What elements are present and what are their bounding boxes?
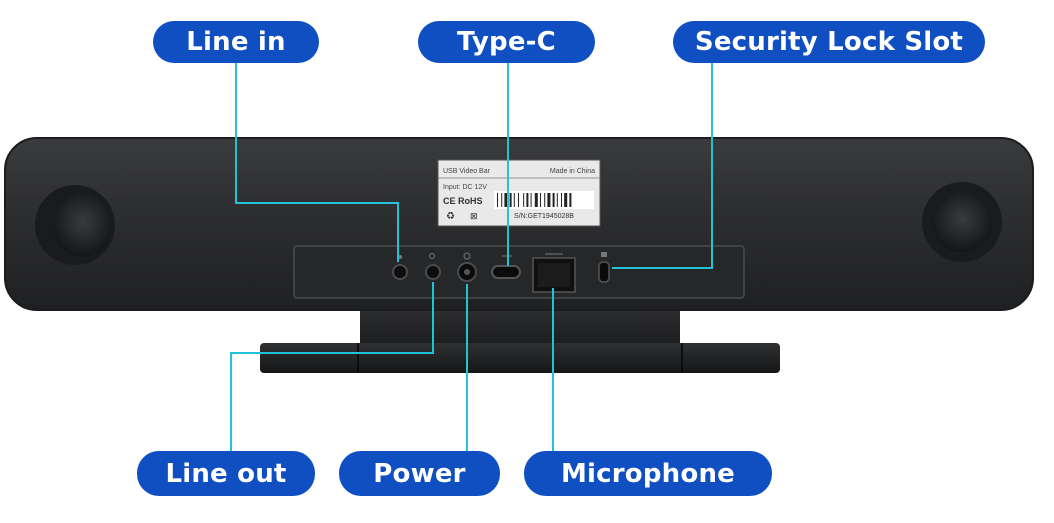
callout-line-in: Line in — [153, 21, 319, 63]
callout-power: Power — [339, 451, 500, 496]
callout-microphone: Microphone — [524, 451, 772, 496]
barcode — [494, 191, 594, 209]
leader-lines — [230, 60, 713, 452]
line-out-port — [425, 264, 441, 280]
recycle-icon: ♻ — [446, 211, 455, 222]
weee-bin-icon: ⊠ — [470, 211, 478, 221]
security-lock-port — [598, 261, 610, 283]
label-serial: S/N:GET1945028B — [514, 213, 574, 220]
callout-type-c: Type-C — [418, 21, 595, 63]
stand-bar — [260, 343, 780, 373]
label-origin: Made in China — [550, 168, 595, 175]
label-input: Input: DC 12V — [443, 184, 487, 191]
callout-security-lock-slot: Security Lock Slot — [673, 21, 985, 63]
label-product: USB Video Bar — [443, 168, 491, 175]
type-c-port — [491, 265, 521, 279]
line-in-port — [392, 264, 408, 280]
callout-line-out: Line out — [137, 451, 315, 496]
label-certs: CE RoHS — [443, 196, 483, 206]
